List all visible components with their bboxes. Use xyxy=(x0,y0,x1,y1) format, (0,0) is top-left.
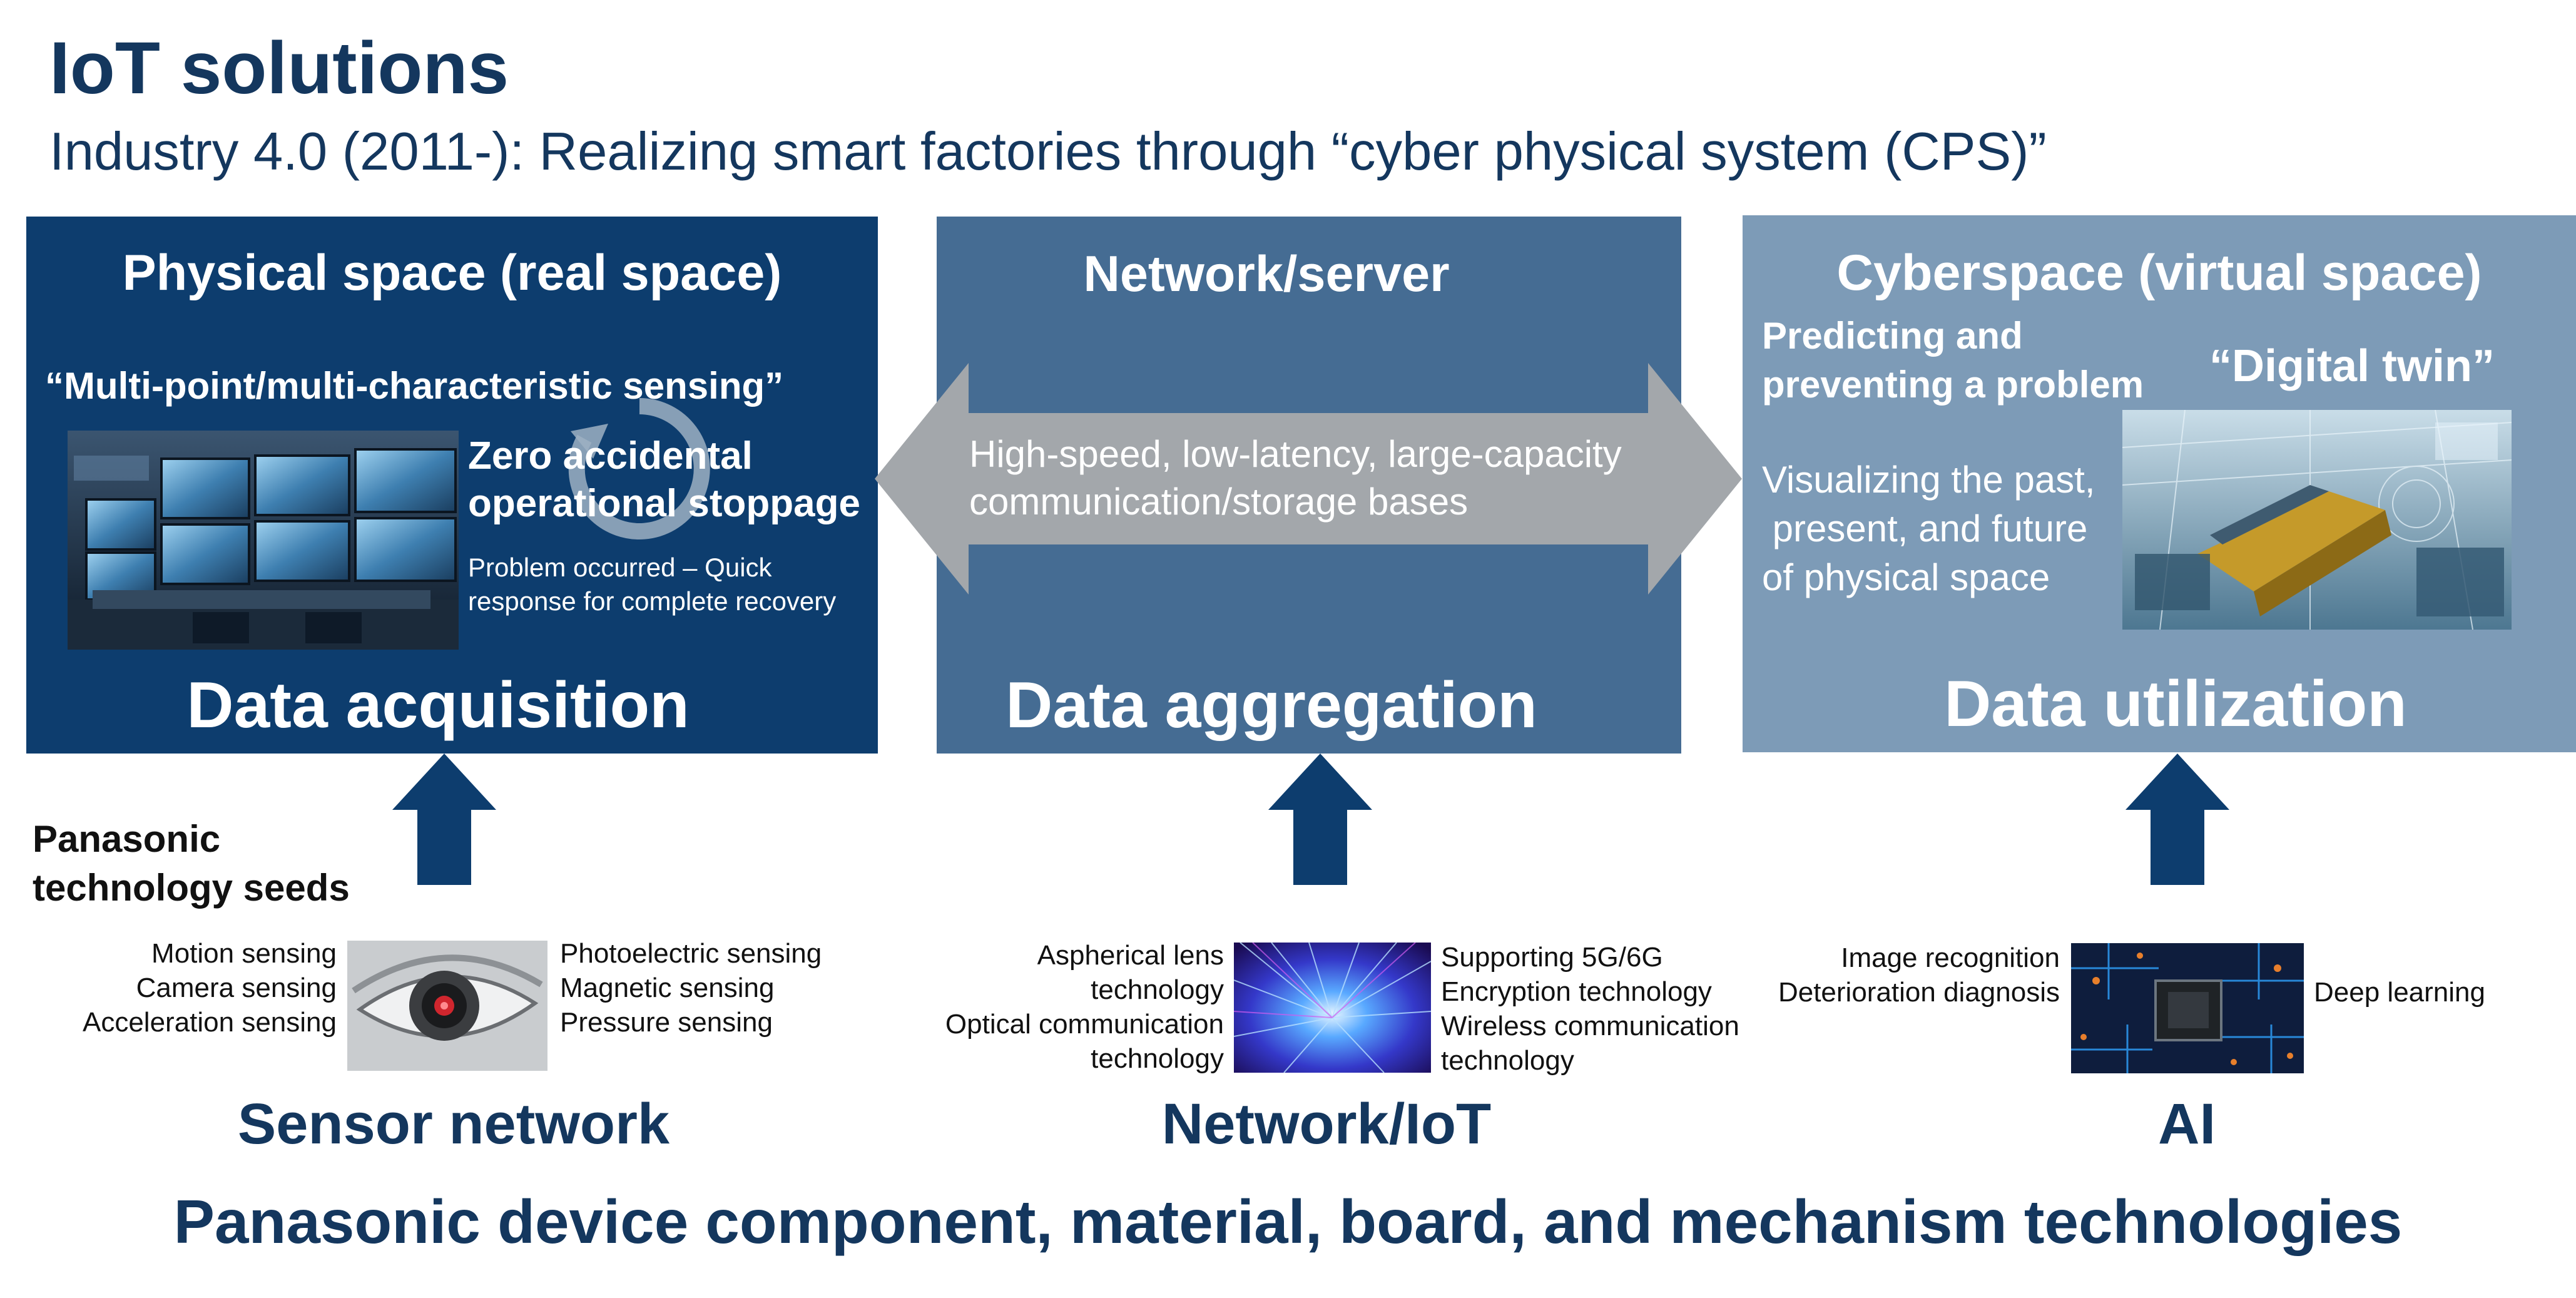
sensing-label: “Multi-point/multi-characteristic sensin… xyxy=(45,365,784,407)
sensor-item: Pressure sensing xyxy=(560,1007,773,1038)
data-acquisition-label: Data acquisition xyxy=(186,669,690,742)
eye-sensor-image xyxy=(347,941,547,1071)
digital-twin-factory-image xyxy=(2122,410,2512,630)
ai-item: Deterioration diagnosis xyxy=(1778,977,2060,1008)
predict-line-1: Predicting and xyxy=(1762,315,2023,357)
iot-item: Wireless communication xyxy=(1441,1011,1739,1041)
iot-item: technology xyxy=(1091,1043,1224,1074)
sensor-item: Camera sensing xyxy=(136,973,337,1003)
data-aggregation-label: Data aggregation xyxy=(1005,669,1537,742)
seeds-label-line-2: technology seeds xyxy=(33,867,350,909)
arrow-text-line-2: communication/storage bases xyxy=(969,481,1469,523)
ai-left-list: Image recognition Deterioration diagnosi… xyxy=(1727,941,2060,1009)
cyber-heading: Cyberspace (virtual space) xyxy=(1836,245,2482,301)
data-utilization-label: Data utilization xyxy=(1944,668,2407,740)
iot-item: technology xyxy=(1441,1045,1574,1076)
footer-statement: Panasonic device component, material, bo… xyxy=(173,1187,2403,1256)
ai-label: AI xyxy=(2158,1092,2216,1156)
physical-space-panel: Physical space (real space) “Multi-point… xyxy=(26,217,878,754)
up-arrow-icon xyxy=(2125,754,2229,888)
visualize-line-3: of physical space xyxy=(1762,556,2050,598)
network-heading: Network/server xyxy=(1083,246,1450,302)
sensor-item: Magnetic sensing xyxy=(560,973,775,1003)
physical-heading: Physical space (real space) xyxy=(122,245,782,301)
iot-item: Aspherical lens xyxy=(1037,940,1224,971)
iot-item: Optical communication xyxy=(945,1009,1224,1040)
control-room-image xyxy=(68,431,459,650)
optical-fiber-image xyxy=(1234,943,1431,1073)
page-subtitle: Industry 4.0 (2011-): Realizing smart fa… xyxy=(49,122,2047,181)
seeds-label-line-1: Panasonic xyxy=(33,818,221,860)
ai-item: Deep learning xyxy=(2314,977,2485,1008)
iot-item: Encryption technology xyxy=(1441,976,1712,1007)
goal-line-2: operational stoppage xyxy=(468,482,860,525)
predict-line-2: preventing a problem xyxy=(1762,364,2144,406)
iot-left-list: Aspherical lens technology Optical commu… xyxy=(813,938,1224,1076)
goal-line-1: Zero accidental xyxy=(468,434,753,478)
sensor-item: Motion sensing xyxy=(151,938,337,969)
cyberspace-panel: Cyberspace (virtual space) Predicting an… xyxy=(1743,215,2576,752)
ai-chip-image xyxy=(2071,943,2304,1073)
up-arrow-icon xyxy=(392,754,496,888)
visualize-line-1: Visualizing the past, xyxy=(1762,459,2095,501)
iot-item: Supporting 5G/6G xyxy=(1441,942,1663,973)
iot-right-list: Supporting 5G/6G Encryption technology W… xyxy=(1441,940,1739,1078)
digital-twin-label: “Digital twin” xyxy=(2209,341,2495,391)
sensor-right-list: Photoelectric sensing Magnetic sensing P… xyxy=(560,936,822,1040)
sensor-item: Acceleration sensing xyxy=(82,1007,337,1038)
sensor-item: Photoelectric sensing xyxy=(560,938,822,969)
double-arrow-shape xyxy=(875,363,1742,595)
visualize-line-2: present, and future xyxy=(1762,508,2088,549)
sensor-left-list: Motion sensing Camera sensing Accelerati… xyxy=(38,936,337,1040)
arrow-text-line-1: High-speed, low-latency, large-capacity xyxy=(969,433,1622,475)
network-iot-label: Network/IoT xyxy=(1161,1092,1492,1156)
ai-right-list: Deep learning xyxy=(2314,975,2485,1009)
page-title: IoT solutions xyxy=(49,27,509,110)
ai-item: Image recognition xyxy=(1841,943,2060,973)
up-arrow-icon xyxy=(1268,754,1372,888)
detail-line-1: Problem occurred – Quick xyxy=(468,553,772,582)
detail-line-2: response for complete recovery xyxy=(468,586,837,616)
refresh-cycle-icon xyxy=(564,394,715,544)
sensor-network-label: Sensor network xyxy=(237,1092,670,1156)
iot-item: technology xyxy=(1091,974,1224,1005)
